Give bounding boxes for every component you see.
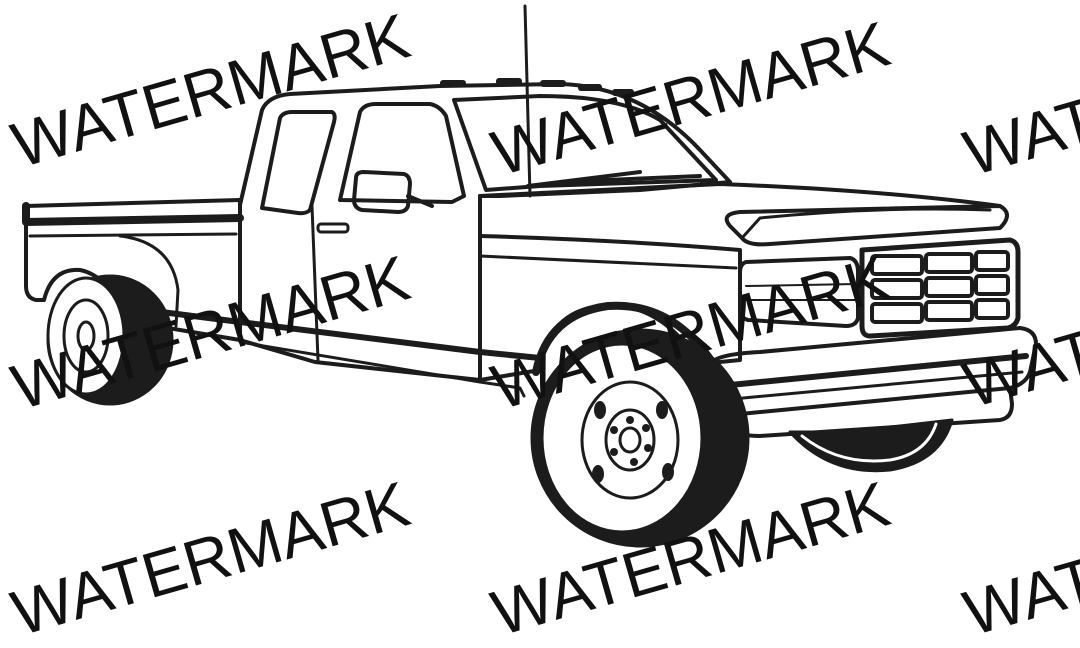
front-hub-center — [618, 426, 642, 454]
door-window — [338, 102, 466, 204]
bumper-stripe-a — [717, 353, 1029, 389]
hood-front-edge — [740, 207, 992, 240]
headlight — [738, 256, 860, 328]
grille-frame — [859, 237, 1021, 339]
front-wheel — [530, 301, 750, 548]
bumper-stripe-b — [720, 370, 1024, 402]
side-mirror — [352, 170, 412, 214]
body-crease — [478, 254, 738, 270]
mirror-arm — [406, 194, 434, 208]
far-front-wheel-inner — [800, 422, 938, 463]
truck-drawing — [22, 4, 1038, 548]
hood — [478, 182, 1009, 247]
rear-wheel — [46, 274, 174, 406]
bed-fender-flare — [118, 234, 180, 328]
far-front-wheel — [788, 418, 954, 473]
rocker-lower — [238, 340, 526, 398]
windshield — [452, 94, 718, 192]
grille-bars — [870, 250, 1010, 324]
rim-vents — [592, 401, 674, 483]
front-rim — [580, 380, 680, 500]
door-handle — [316, 222, 350, 234]
antenna — [523, 4, 532, 198]
headlight-line-1 — [745, 283, 857, 287]
lug-nuts — [610, 416, 652, 466]
front-hub — [604, 408, 656, 472]
rocker-stripe — [127, 305, 543, 361]
bed-side-line — [28, 232, 238, 238]
wiper-b — [558, 174, 702, 184]
front-wheel-arch — [532, 301, 716, 376]
rear-cab-window — [260, 110, 337, 216]
